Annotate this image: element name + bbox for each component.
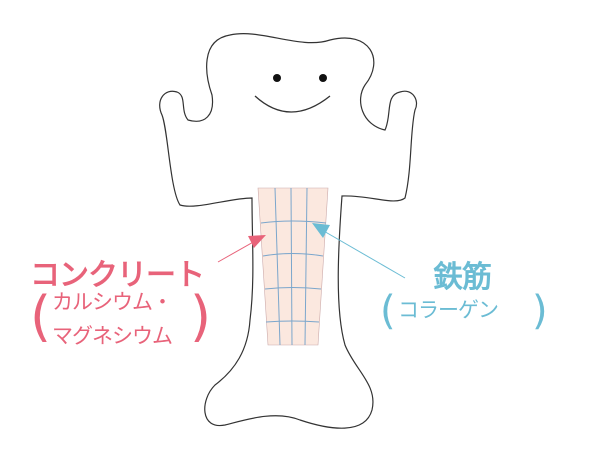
left-eye — [273, 74, 281, 82]
rebar-vertical — [274, 187, 281, 346]
right-eye — [319, 74, 327, 82]
concrete-open-paren: ( — [30, 285, 52, 348]
smile — [254, 95, 331, 113]
rebar-vertical — [290, 187, 293, 346]
rebar-label: 鉄筋 — [433, 260, 492, 295]
rebar-horizontal — [264, 287, 322, 290]
rebar-close-paren: ) — [532, 288, 548, 334]
concrete-sub-line1: カルシウム・ — [52, 290, 173, 314]
concrete-close-paren: ) — [190, 285, 212, 348]
concrete-arrow — [217, 235, 266, 263]
rebar-sublabel: コラーゲン — [398, 298, 499, 322]
rebar-open-paren: ( — [380, 288, 396, 334]
concrete-block — [257, 187, 329, 346]
rebar-horizontal — [262, 253, 324, 257]
rebar-arrow — [312, 223, 406, 279]
rebar-horizontal — [260, 220, 327, 224]
rebar-grid — [257, 187, 329, 346]
concrete-label: コンクリート — [30, 258, 205, 293]
rebar-horizontal — [265, 320, 320, 323]
rebar-vertical — [304, 187, 308, 346]
concrete-sub-line2: マグネシウム — [52, 324, 173, 348]
